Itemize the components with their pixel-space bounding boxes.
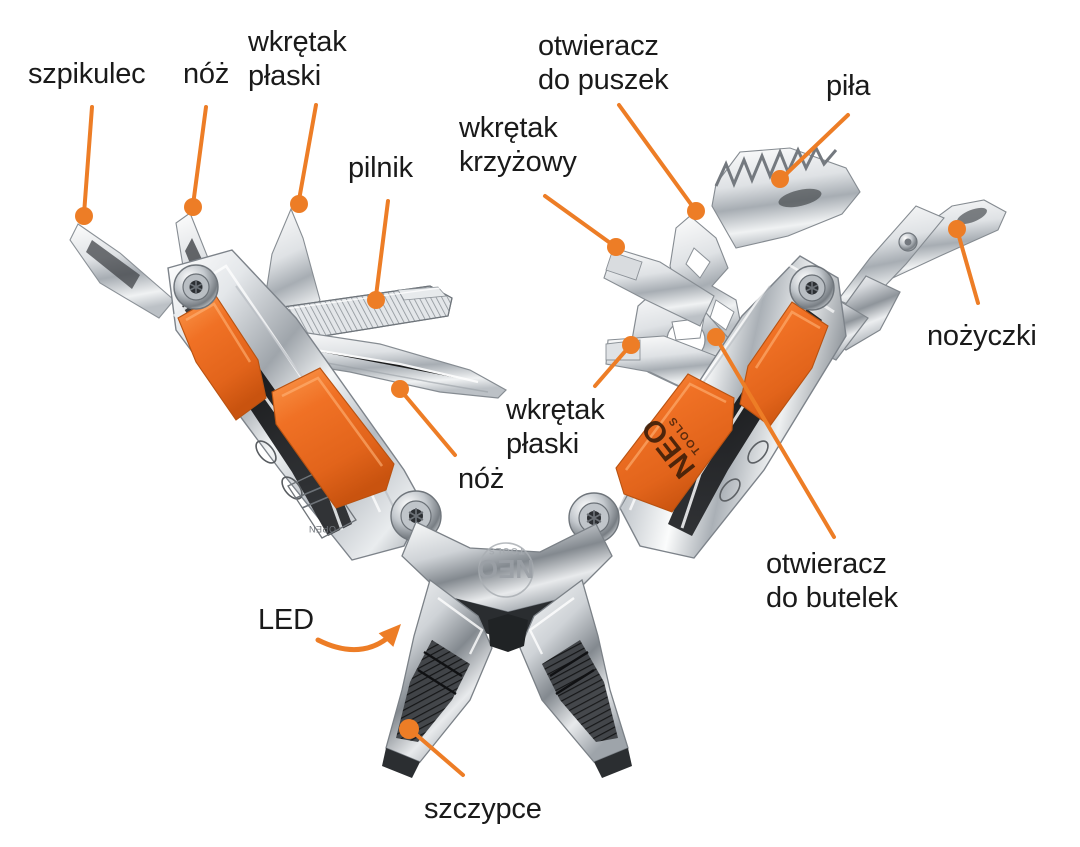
orange-grip-lower-left <box>271 367 395 509</box>
orange-grip-lower-right: NEO TOOLS <box>615 373 735 513</box>
leader-line-nozyczki <box>956 231 980 305</box>
leader-dot-wkretak-plaski-mid <box>622 336 640 354</box>
right-lower-pivot <box>568 492 620 544</box>
leader-line-noz-top <box>191 105 208 207</box>
orange-grip-upper-right <box>739 301 829 427</box>
plier-jaw-left <box>382 578 493 778</box>
plier-jaw-right <box>519 578 632 778</box>
callout-label-otwieracz-do-butelek: otwieracz do butelek <box>766 548 898 614</box>
callout-label-szpikulec: szpikulec <box>28 58 146 90</box>
head-brand-sub-text: TOOLS <box>488 546 525 556</box>
leader-line-pila <box>782 113 850 178</box>
callout-label-wkretak-plaski-mid: wkrętak płaski <box>506 394 605 460</box>
callout-label-led: LED <box>258 604 314 636</box>
leader-line-noz-mid <box>401 391 457 457</box>
leader-dot-noz-mid <box>391 380 409 398</box>
leader-line-wkretak-krzyzowy <box>543 194 615 247</box>
leader-dot-pilnik <box>367 291 385 309</box>
saw-tool <box>711 144 861 249</box>
plier-head: NEO TOOLS <box>382 521 632 778</box>
leader-line-otwieracz-do-butelek <box>716 339 836 539</box>
leader-line-szpikulec <box>82 105 94 216</box>
callout-label-szczypce: szczypce <box>424 793 542 825</box>
callout-label-pilnik: pilnik <box>348 152 413 184</box>
leader-line-pilnik <box>374 199 390 298</box>
head-brand-etch: NEO TOOLS <box>478 542 534 598</box>
callout-label-nozyczki: nożyczki <box>927 320 1037 352</box>
leader-dot-otwieracz-do-butelek <box>707 328 725 346</box>
callout-label-noz-mid: nóż <box>458 463 505 495</box>
leader-dot-wkretak-krzyzowy <box>607 238 625 256</box>
open-stamp-text: OPEN <box>308 524 336 534</box>
leader-dot-otwieracz-do-puszek <box>687 202 705 220</box>
leader-dot-wkretak-plaski-top <box>290 195 308 213</box>
callout-label-wkretak-krzyzowy: wkrętak krzyżowy <box>459 112 577 178</box>
leader-dot-nozyczki <box>948 220 966 238</box>
callout-label-noz-top: nóż <box>183 58 230 90</box>
callout-leaders <box>75 103 980 777</box>
leader-dot-pila <box>771 170 789 188</box>
leader-line-wkretak-plaski-mid <box>593 346 630 388</box>
awl-tool <box>69 223 175 319</box>
right-handle: NEO TOOLS <box>568 255 847 559</box>
leader-line-szczypce <box>410 729 465 777</box>
leader-line-otwieracz-do-puszek <box>617 103 695 209</box>
left-top-pivot <box>173 264 219 310</box>
head-brand-mark-text: NEO <box>478 554 534 584</box>
phillips-screwdriver-tool <box>603 247 715 327</box>
leader-arrowhead-led <box>378 624 401 647</box>
callout-label-otwieracz-do-puszek: otwieracz do puszek <box>538 30 669 96</box>
leader-dot-szczypce <box>399 719 419 739</box>
right-top-pivot <box>789 265 835 311</box>
left-arm: OPEN <box>69 207 507 561</box>
leader-dot-noz-top <box>184 198 202 216</box>
leader-dot-szpikulec <box>75 207 93 225</box>
leader-line-wkretak-plaski-top <box>297 103 318 202</box>
callout-label-wkretak-plaski-top: wkrętak płaski <box>248 26 347 92</box>
callout-label-pila: piła <box>826 70 871 102</box>
